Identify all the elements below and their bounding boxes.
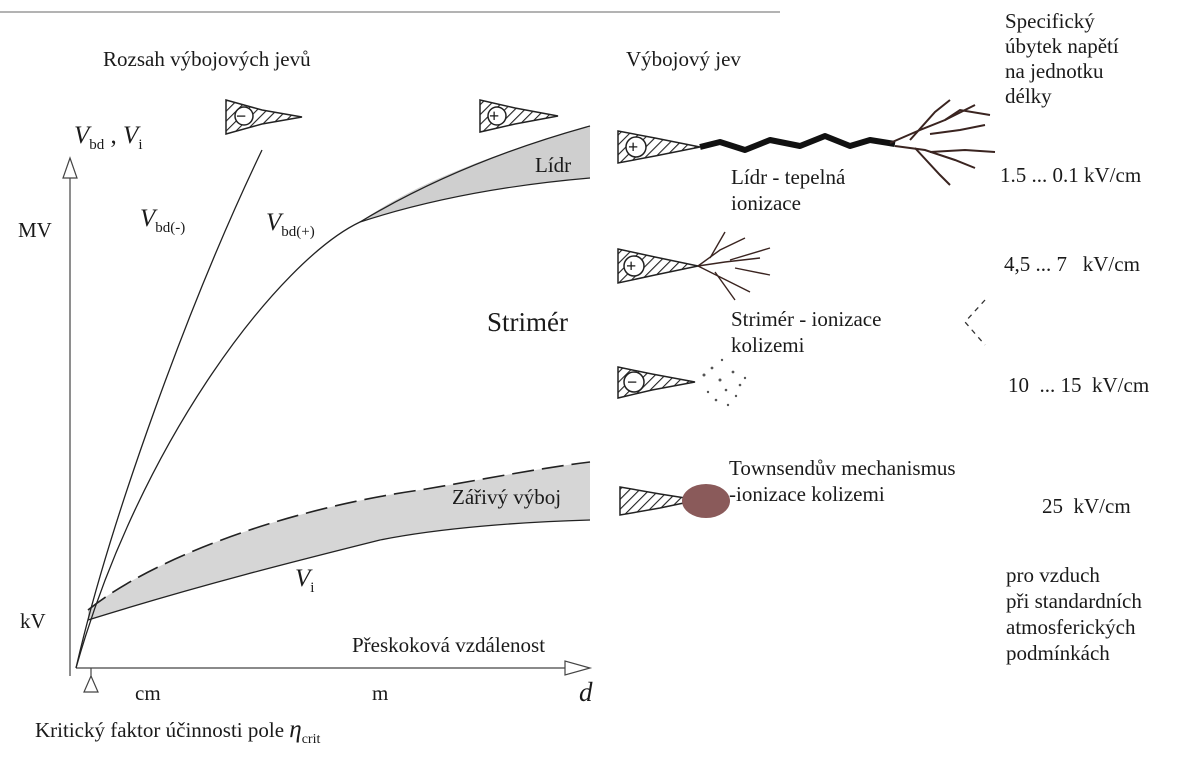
lidr-region-label: Lídr: [535, 153, 571, 177]
y-axis-sep: ,: [111, 122, 117, 149]
electrode-leader-symbol: +: [628, 135, 638, 159]
y-axis-vbd: V: [74, 122, 89, 149]
y-axis-vi: V: [123, 122, 138, 149]
y-unit-mv: MV: [18, 218, 52, 242]
critical-factor-text: Kritický faktor účinnosti pole: [35, 718, 284, 742]
x-axis-arrow: [565, 661, 590, 675]
x-tick-m: m: [372, 681, 388, 705]
y-axis-arrow: [63, 158, 77, 178]
vi-base: V: [295, 565, 310, 592]
strimer-region-label: Strimér: [487, 310, 568, 334]
leader-channel: [700, 136, 895, 150]
townsend-glow: [682, 484, 730, 518]
voltage-drop-neg-streamer: 10 ... 15 kV/cm: [1008, 373, 1149, 397]
voltage-drop-leader: 1.5 ... 0.1 kV/cm: [1000, 163, 1141, 187]
vbd-pos-sub: bd(+): [281, 224, 314, 240]
vbd-pos-label: Vbd(+): [266, 211, 315, 244]
vbd-neg-label: Vbd(-): [140, 207, 185, 240]
footnote-line: při standardních: [1006, 588, 1142, 614]
middle-title: Výbojový jev: [626, 47, 741, 71]
phenomenon-desc-line: Townsendův mechanismus: [729, 455, 956, 481]
electrode-streamer-symbol: +: [626, 254, 636, 278]
y-unit-kv: kV: [20, 609, 46, 633]
phenomenon-desc-line: kolizemi: [731, 332, 881, 358]
electrode-neg-streamer-symbol: −: [627, 370, 637, 394]
critical-marker-arrow: [84, 676, 98, 692]
electrode-neg-small-symbol: −: [236, 104, 246, 128]
right-title-line: Specifický: [1005, 9, 1119, 34]
voltage-drop-pos-streamer: 4,5 ... 7 kV/cm: [1004, 252, 1140, 276]
critical-factor-sub: crit: [302, 732, 321, 747]
phenomenon-desc-line: -ionizace kolizemi: [729, 481, 956, 507]
left-title: Rozsah výbojových jevů: [103, 47, 311, 71]
neg-streamer-dots: [703, 359, 747, 406]
vbd-neg-base: V: [140, 205, 155, 232]
y-axis-label: Vbd , Vi: [74, 124, 142, 157]
x-axis-title: Přeskoková vzdálenost: [352, 633, 545, 657]
vi-label: Vi: [295, 567, 314, 600]
phenomenon-desc-streamer: Strimér - ionizace kolizemi: [731, 306, 881, 358]
right-title-line: délky: [1005, 84, 1119, 109]
vbd-neg-sub: bd(-): [155, 220, 185, 236]
phenomenon-desc-townsend: Townsendův mechanismus -ionizace kolizem…: [729, 455, 956, 507]
critical-factor-note: Kritický faktor účinnosti pole ηcrit: [35, 718, 320, 752]
electrode-pos-small-symbol: +: [489, 104, 499, 128]
right-title-line: na jednotku: [1005, 59, 1119, 84]
phenomenon-desc-line: Lídr - tepelná: [731, 164, 845, 190]
footnote-air-conditions: pro vzduch při standardních atmosferický…: [1006, 562, 1142, 666]
leader-branches: [890, 100, 995, 185]
critical-factor-symbol: η: [289, 716, 301, 743]
small-dash-mark: [965, 300, 985, 345]
y-axis-vbd-sub: bd: [89, 137, 104, 153]
y-axis-vi-sub: i: [138, 137, 142, 153]
footnote-line: podmínkách: [1006, 640, 1142, 666]
glow-region-label: Zářivý výboj: [452, 485, 561, 509]
streamer-branches: [698, 232, 770, 300]
x-axis-var: d: [579, 680, 593, 704]
right-title: Specifický úbytek napětí na jednotku dél…: [1005, 9, 1119, 109]
footnote-line: pro vzduch: [1006, 562, 1142, 588]
phenomenon-desc-line: Strimér - ionizace: [731, 306, 881, 332]
x-tick-cm: cm: [135, 681, 161, 705]
footnote-line: atmosferických: [1006, 614, 1142, 640]
voltage-drop-townsend: 25 kV/cm: [1042, 494, 1131, 518]
phenomenon-desc-line: ionizace: [731, 190, 845, 216]
right-title-line: úbytek napětí: [1005, 34, 1119, 59]
vi-sub: i: [310, 580, 314, 596]
vbd-pos-base: V: [266, 209, 281, 236]
phenomenon-desc-leader: Lídr - tepelná ionizace: [731, 164, 845, 216]
